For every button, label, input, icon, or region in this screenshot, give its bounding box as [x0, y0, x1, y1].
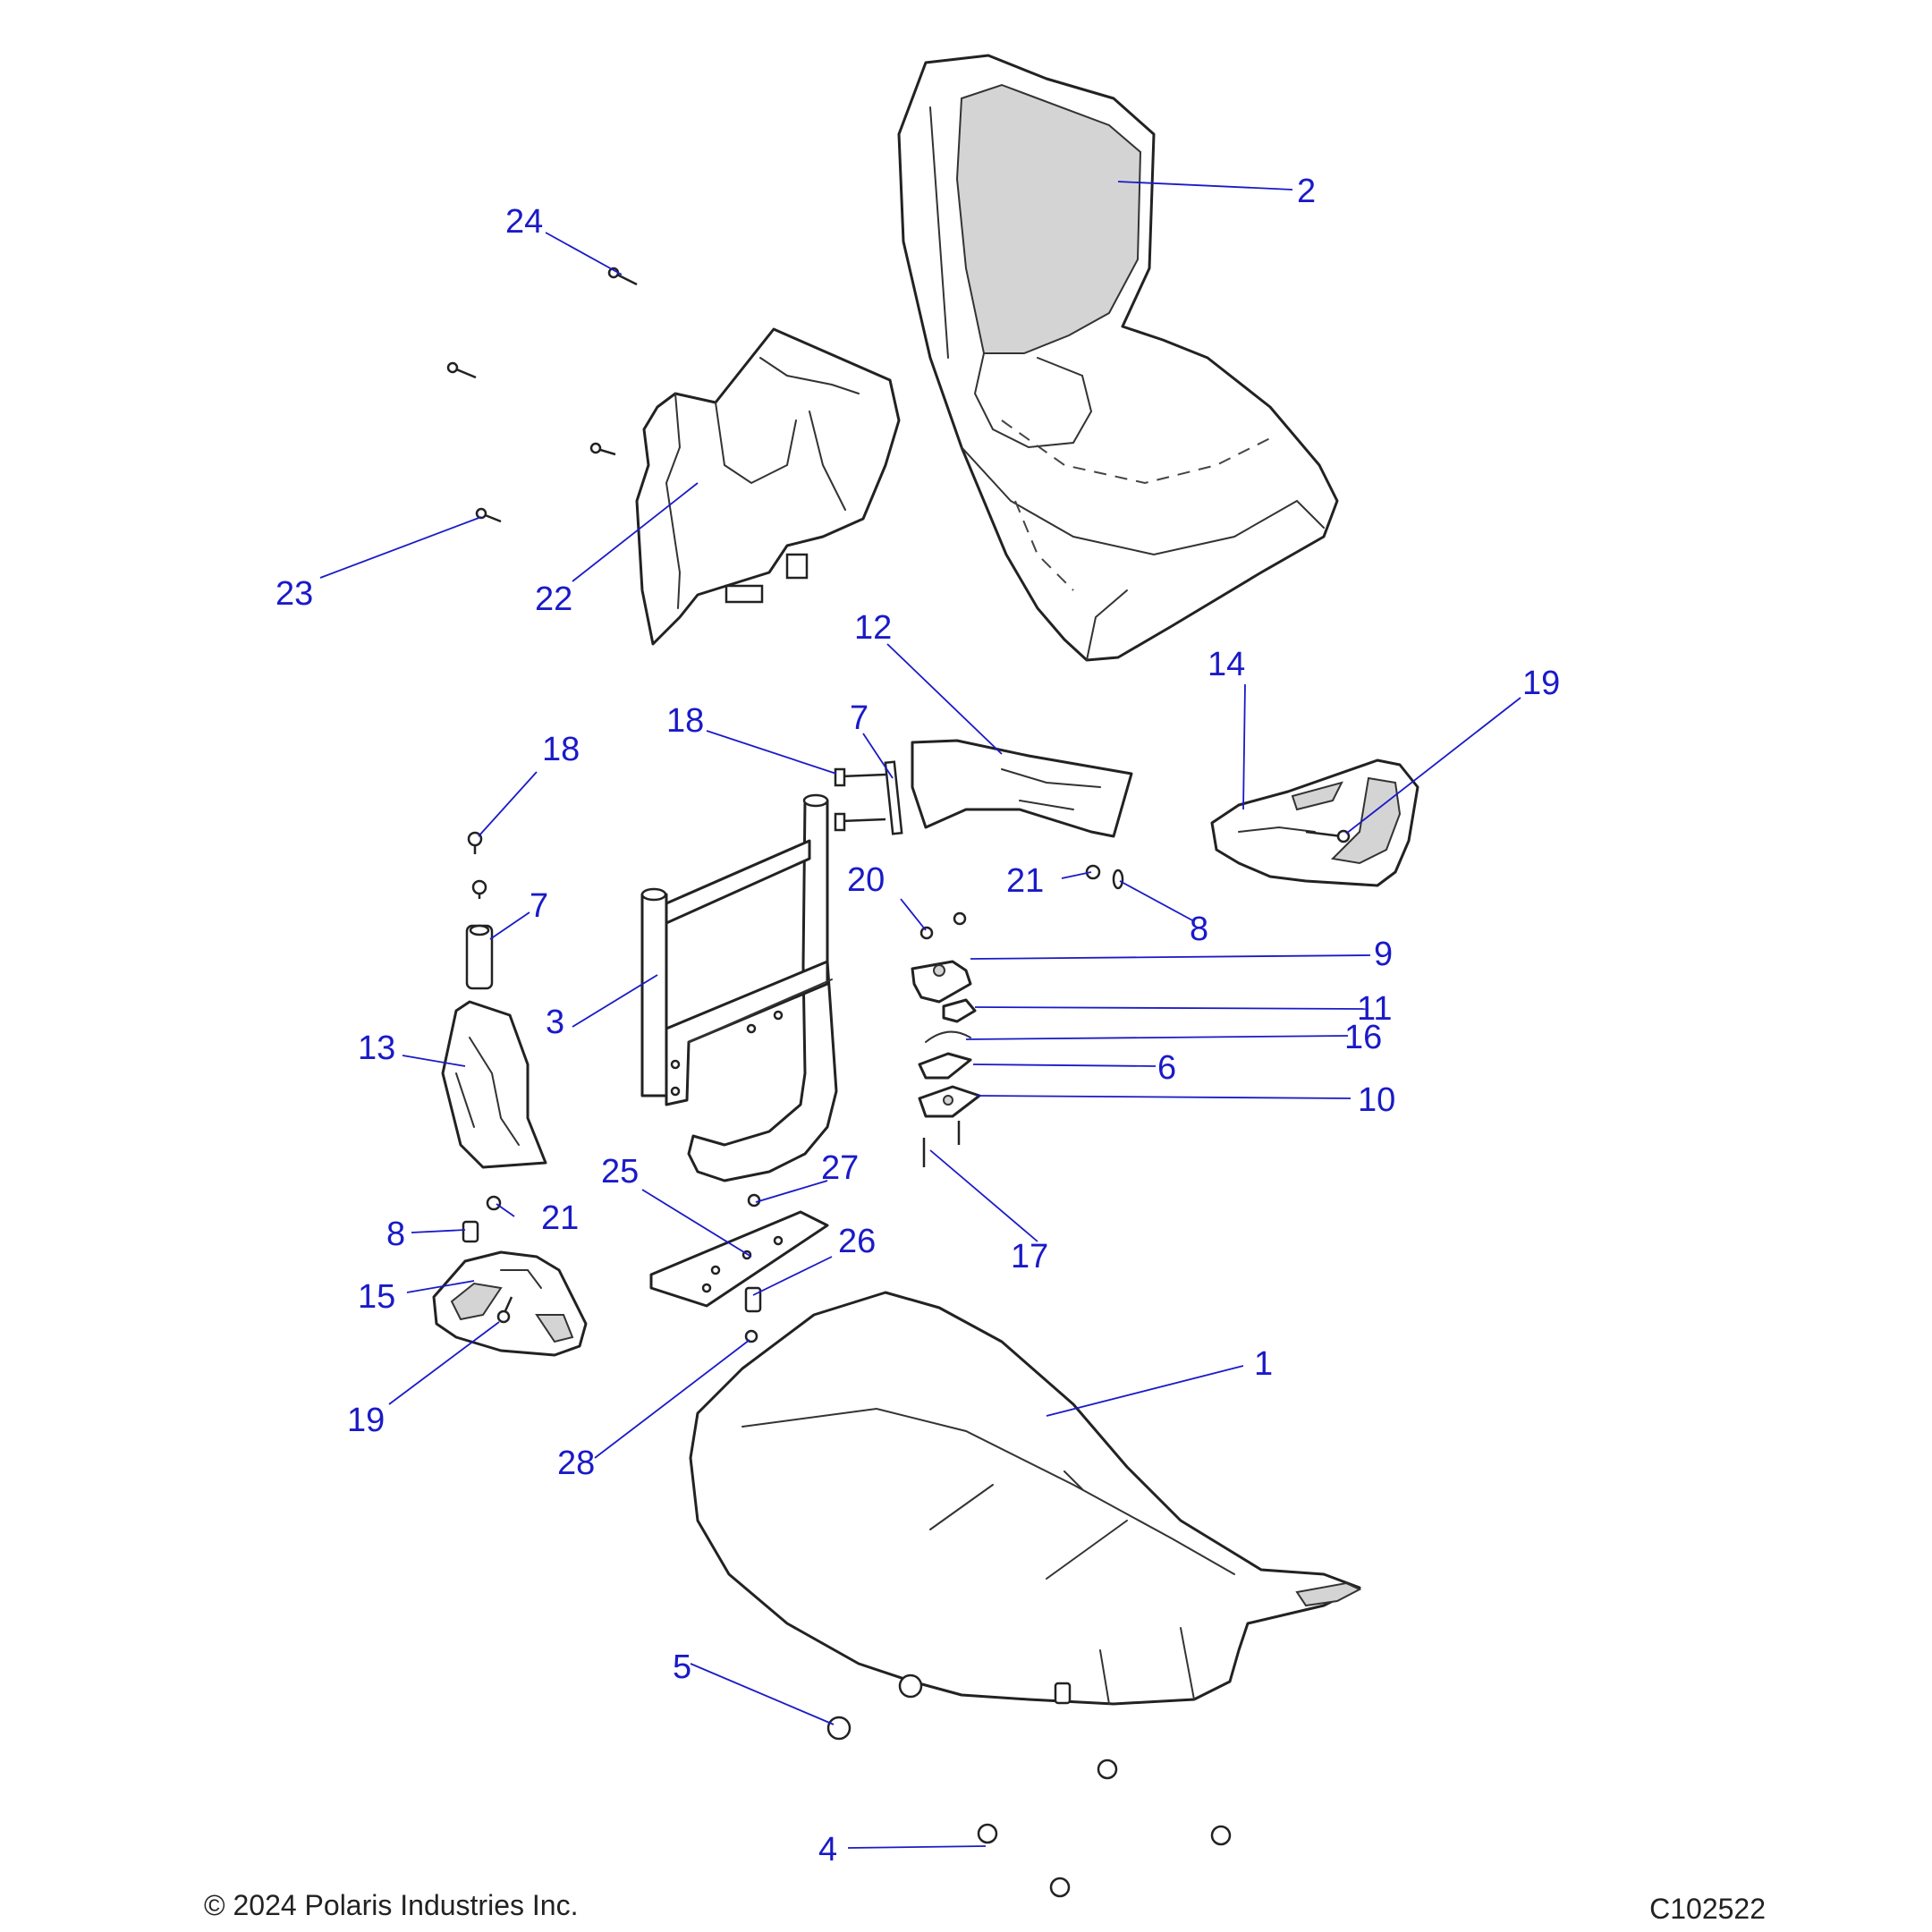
callout-3: 3: [546, 1004, 564, 1041]
callout-19-right: 19: [1522, 665, 1560, 702]
part-11-plate: [942, 998, 977, 1023]
part-20-nuts: [919, 911, 967, 940]
bolt-middle: [589, 442, 616, 456]
callout-21-left: 21: [541, 1199, 579, 1237]
callout-23: 23: [275, 575, 313, 613]
part-14-right-handle: [1210, 758, 1419, 887]
part-6-plate: [918, 1052, 972, 1080]
callout-25: 25: [601, 1153, 639, 1191]
callout-4: 4: [818, 1831, 837, 1868]
callout-21-right: 21: [1006, 862, 1044, 900]
callout-7-upper: 7: [850, 699, 869, 737]
callout-18-left: 18: [542, 731, 580, 768]
part-1-seat-lower: [689, 1291, 1362, 1706]
part-5-nuts: [826, 1674, 923, 1741]
callout-12: 12: [854, 609, 892, 647]
part-9-latch: [911, 960, 972, 1004]
part-27-nut: [747, 1193, 761, 1208]
callout-10: 10: [1358, 1081, 1395, 1119]
callout-15: 15: [358, 1278, 395, 1316]
callout-16: 16: [1344, 1019, 1382, 1056]
part-13-left-cover: [441, 1000, 547, 1169]
part-4-grommets: [977, 1758, 1232, 1898]
part-28-nut: [744, 1329, 758, 1343]
part-25-bracket-plate: [649, 1210, 829, 1308]
callout-27: 27: [821, 1149, 859, 1187]
callout-20: 20: [847, 861, 885, 899]
callout-1: 1: [1254, 1345, 1273, 1383]
callout-8-left: 8: [386, 1216, 405, 1253]
callout-11: 11: [1357, 990, 1392, 1028]
part-8-clip-right: [1112, 869, 1124, 890]
callout-9: 9: [1374, 936, 1393, 973]
part-10-base-plate: [918, 1085, 981, 1118]
callout-18-upper: 18: [666, 702, 704, 740]
callout-2: 2: [1297, 173, 1316, 210]
leader-lines: [319, 181, 1521, 1849]
callout-24: 24: [505, 203, 543, 241]
part-21-nut-left: [486, 1195, 502, 1211]
part-12-side-cover: [911, 739, 1133, 838]
callout-6: 6: [1157, 1049, 1176, 1087]
copyright-text: © 2024 Polaris Industries Inc.: [204, 1889, 579, 1921]
part-7-spacer-left: [465, 924, 494, 990]
part-2-upper-seat: [897, 54, 1339, 662]
callout-5: 5: [673, 1648, 691, 1686]
part-17-bolts: [922, 1121, 961, 1167]
part-15-left-handle: [432, 1250, 588, 1357]
callout-numbers: 2 24 23 22 12 14 19 18 7 18 7 20 21 8 9 …: [275, 173, 1560, 1868]
callout-7-left: 7: [530, 887, 548, 925]
callout-8-right: 8: [1190, 911, 1208, 948]
callout-14: 14: [1208, 646, 1245, 683]
callout-28: 28: [557, 1445, 595, 1482]
part-21-nut-right: [1085, 864, 1101, 880]
callout-17: 17: [1011, 1238, 1048, 1275]
part-18-bolts-upper: [834, 767, 886, 832]
drawing-id: C102522: [1649, 1893, 1766, 1925]
callout-19-left: 19: [347, 1402, 385, 1439]
part-26-stud: [744, 1286, 762, 1313]
callout-13: 13: [358, 1030, 395, 1067]
part-8-clip-left: [462, 1220, 479, 1243]
callout-22: 22: [535, 580, 572, 618]
part-3-seat-frame: [640, 793, 838, 1182]
part-7-plate-upper: [884, 760, 903, 835]
part-22-rear-bracket: [635, 327, 901, 646]
callout-26: 26: [838, 1223, 876, 1260]
part-16-spring: [925, 1030, 971, 1043]
part-23-bolt: [475, 507, 502, 523]
part-18-bolt-left: [467, 831, 487, 899]
part-19-bolt-left: [496, 1296, 513, 1324]
bolt-upper: [446, 361, 477, 379]
